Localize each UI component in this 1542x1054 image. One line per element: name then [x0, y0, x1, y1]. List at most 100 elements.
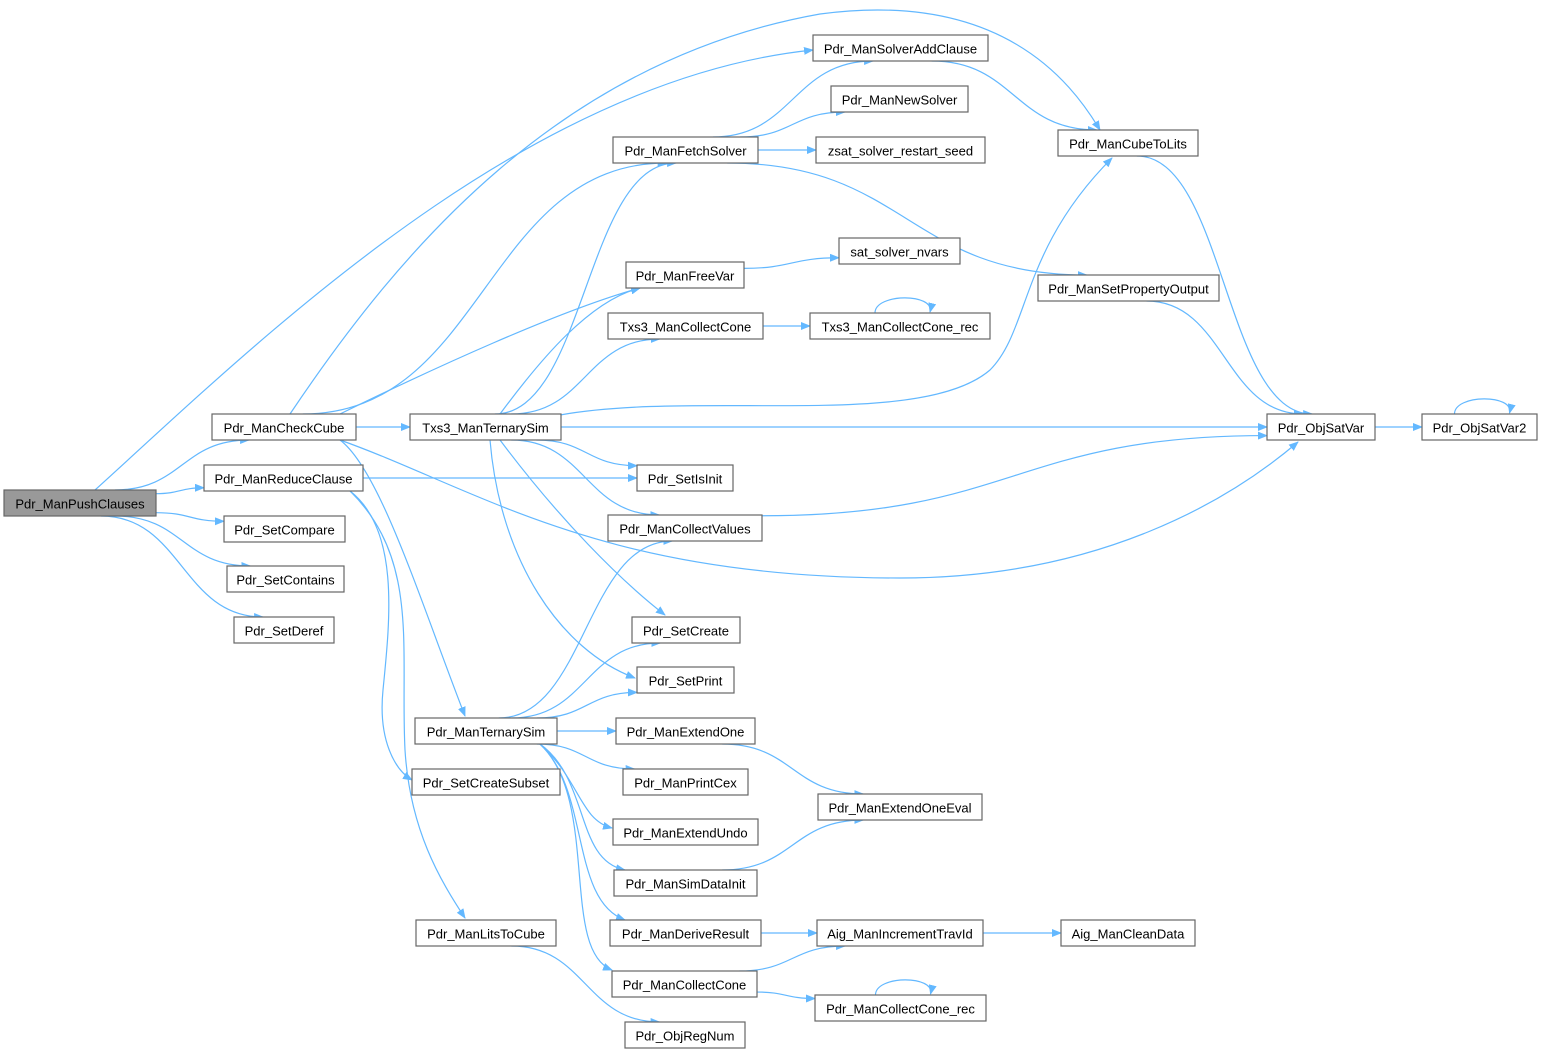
node-DeriveResult[interactable]: Pdr_ManDeriveResult: [609, 919, 762, 947]
node-box: [612, 136, 759, 164]
node-label: Pdr_ManLitsToCube: [427, 927, 545, 942]
node-SatNvars[interactable]: sat_solver_nvars: [838, 237, 961, 265]
node-label: Pdr_ObjRegNum: [636, 1029, 735, 1044]
node-ObjRegNum[interactable]: Pdr_ObjRegNum: [624, 1021, 746, 1049]
edge-FetchSolver-to-SolverAddClause: [712, 57, 875, 138]
node-box: [613, 869, 758, 897]
node-label: Pdr_ManCollectValues: [619, 522, 751, 537]
node-SetContains[interactable]: Pdr_SetContains: [226, 565, 345, 593]
edge-CheckCube-to-CubeToLits: [289, 9, 1101, 415]
edge-TernarySim-to-CollectValues: [498, 537, 674, 719]
node-box: [625, 261, 745, 289]
edges-layer: [94, 9, 1516, 1026]
node-PushClauses[interactable]: Pdr_ManPushClauses: [3, 489, 157, 517]
node-FetchSolver[interactable]: Pdr_ManFetchSolver: [612, 136, 759, 164]
node-box: [203, 464, 364, 492]
node-box: [815, 136, 986, 164]
node-label: Pdr_SetDeref: [245, 624, 324, 639]
edge-ObjSatVar2-to-ObjSatVar2: [1453, 398, 1516, 415]
node-label: Pdr_SetCreateSubset: [423, 776, 550, 791]
node-ReduceClause[interactable]: Pdr_ManReduceClause: [203, 464, 364, 492]
node-Txs3ConeRec[interactable]: Txs3_ManCollectCone_rec: [809, 312, 991, 340]
node-box: [1057, 129, 1199, 157]
node-label: Pdr_ManSetPropertyOutput: [1048, 282, 1209, 297]
edge-CheckCube-to-FreeVar: [339, 286, 641, 415]
edge-Txs3Sim-to-Txs3Cone: [511, 335, 661, 415]
node-box: [607, 312, 764, 340]
node-label: Pdr_ManCheckCube: [224, 421, 345, 436]
node-box: [609, 919, 762, 947]
node-label: Txs3_ManTernarySim: [422, 421, 548, 436]
edge-TernarySim-to-PrintCex: [536, 743, 636, 773]
edge-PushClauses-to-SetDeref: [100, 515, 265, 621]
edge-Txs3Sim-to-CubeToLits: [559, 157, 1113, 416]
edge-TernarySim-to-SetPrint: [536, 688, 638, 719]
node-box: [631, 616, 741, 644]
node-NewSolver[interactable]: Pdr_ManNewSolver: [830, 85, 969, 113]
node-SetDeref[interactable]: Pdr_SetDeref: [233, 616, 335, 644]
node-SolverAddClause[interactable]: Pdr_ManSolverAddClause: [812, 34, 989, 62]
edge-Txs3ConeRec-to-Txs3ConeRec: [874, 297, 937, 314]
node-label: Pdr_SetCompare: [234, 523, 334, 538]
edge-ReduceClause-to-LitsToCube: [349, 490, 466, 919]
edge-CubeToLits-to-ObjSatVar: [1136, 155, 1314, 418]
node-box: [414, 717, 558, 745]
node-label: Pdr_ManDeriveResult: [622, 927, 750, 942]
edge-Txs3Sim-to-SetIsInit: [536, 439, 638, 470]
edge-CheckCube-to-ObjSatVar: [339, 439, 1299, 579]
node-LitsToCube[interactable]: Pdr_ManLitsToCube: [415, 919, 557, 947]
node-SetCreate[interactable]: Pdr_SetCreate: [631, 616, 741, 644]
edge-CollectConeRec-to-CollectConeRec: [874, 979, 937, 996]
node-Txs3Sim[interactable]: Txs3_ManTernarySim: [409, 413, 562, 441]
node-SetIsInit[interactable]: Pdr_SetIsInit: [636, 464, 734, 492]
edge-PushClauses-to-ReduceClause: [155, 483, 205, 495]
node-ObjSatVar2[interactable]: Pdr_ObjSatVar2: [1421, 413, 1538, 441]
node-CubeToLits[interactable]: Pdr_ManCubeToLits: [1057, 129, 1199, 157]
node-CollectValues[interactable]: Pdr_ManCollectValues: [607, 514, 763, 542]
node-label: Pdr_ManFetchSolver: [624, 144, 747, 159]
node-label: sat_solver_nvars: [850, 245, 949, 260]
node-Txs3Cone[interactable]: Txs3_ManCollectCone: [607, 312, 764, 340]
node-ObjSatVar[interactable]: Pdr_ObjSatVar: [1266, 413, 1376, 441]
edge-TernarySim-to-SetCreate: [511, 639, 662, 719]
node-Zsat[interactable]: zsat_solver_restart_seed: [815, 136, 986, 164]
node-ExtendOne[interactable]: Pdr_ManExtendOne: [615, 717, 756, 745]
node-ExtendUndo[interactable]: Pdr_ManExtendUndo: [612, 818, 759, 846]
node-ExtendOneEval[interactable]: Pdr_ManExtendOneEval: [817, 793, 983, 821]
node-box: [612, 818, 759, 846]
node-SetPropOut[interactable]: Pdr_ManSetPropertyOutput: [1037, 274, 1220, 302]
node-box: [415, 919, 557, 947]
edge-Txs3Sim-to-FreeVar: [499, 286, 641, 415]
node-label: Pdr_ObjSatVar2: [1433, 421, 1527, 436]
node-SetCompare[interactable]: Pdr_SetCompare: [223, 515, 346, 543]
node-label: Txs3_ManCollectCone: [620, 320, 752, 335]
node-CollectConeRec[interactable]: Pdr_ManCollectCone_rec: [814, 994, 987, 1022]
node-SetCreateSubset[interactable]: Pdr_SetCreateSubset: [411, 768, 561, 796]
node-label: Pdr_ManTernarySim: [427, 725, 546, 740]
edge-FetchSolver-to-NewSolver: [740, 108, 846, 138]
edge-TernarySim-to-ExtendUndo: [539, 743, 613, 830]
edge-Txs3Sim-to-SetCreate: [499, 439, 666, 616]
node-box: [409, 413, 562, 441]
node-box: [838, 237, 961, 265]
node-FreeVar[interactable]: Pdr_ManFreeVar: [625, 261, 745, 289]
node-SetPrint[interactable]: Pdr_SetPrint: [636, 666, 735, 694]
edge-PushClauses-to-SolverAddClause: [94, 46, 814, 491]
node-CheckCube[interactable]: Pdr_ManCheckCube: [211, 413, 357, 441]
node-CollectCone[interactable]: Pdr_ManCollectCone: [611, 970, 758, 998]
node-IncTravId[interactable]: Aig_ManIncrementTravId: [816, 919, 984, 947]
node-box: [233, 616, 335, 644]
edge-CollectCone-to-IncTravId: [739, 942, 847, 972]
node-CleanData[interactable]: Aig_ManCleanData: [1060, 919, 1196, 947]
node-SimDataInit[interactable]: Pdr_ManSimDataInit: [613, 869, 758, 897]
edge-PushClauses-to-SetContains: [115, 515, 252, 570]
node-box: [611, 970, 758, 998]
node-PrintCex[interactable]: Pdr_ManPrintCex: [622, 768, 749, 796]
nodes-layer: Pdr_ManPushClausesPdr_ManCheckCubePdr_Ma…: [3, 34, 1538, 1049]
node-box: [812, 34, 989, 62]
node-label: Pdr_ManCollectCone: [623, 978, 747, 993]
edge-FetchSolver-to-SetPropOut: [727, 162, 1088, 279]
edge-CheckCube-to-FetchSolver: [302, 159, 668, 415]
node-TernarySim[interactable]: Pdr_ManTernarySim: [414, 717, 558, 745]
edge-Txs3Sim-to-FetchSolver: [494, 159, 678, 415]
